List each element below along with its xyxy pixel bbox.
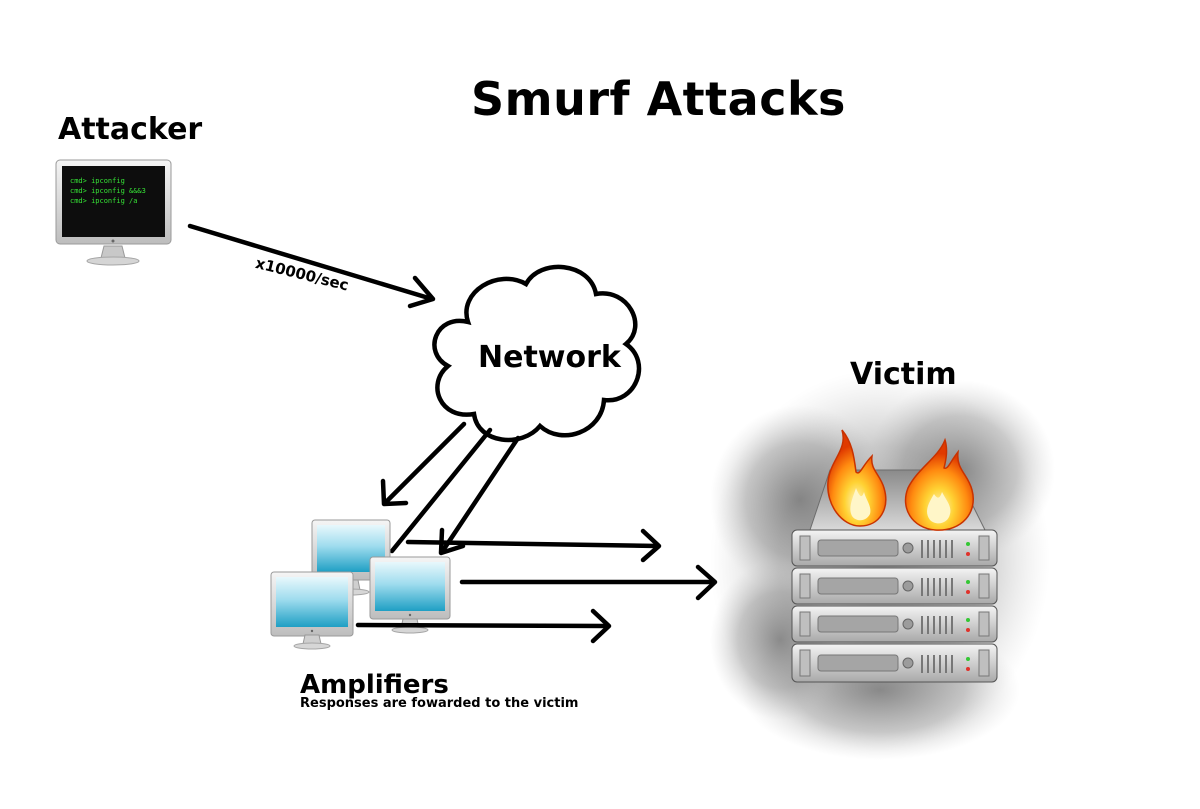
server-unit-2 [791,567,998,605]
terminal-line-2: cmd> ipconfig &&&3 [70,187,146,195]
server-unit-4 [791,643,998,683]
network-to-amplifiers-arrows [380,421,521,556]
attacker-label: Attacker [58,112,203,147]
terminal-line-1: cmd> ipconfig [70,177,125,185]
fire-icon-right [904,437,974,531]
victim-label: Victim [850,357,957,392]
amplifiers-caption: Responses are fowarded to the victim [300,696,579,711]
fire-icon-left [827,429,887,527]
server-unit-3 [791,605,998,643]
arrow-icon [382,421,467,506]
diagram-title: Smurf Attacks [471,72,846,126]
attacker-to-network-arrow-icon [187,223,436,309]
amplifier-monitor-icon-right [369,556,451,634]
network-label: Network [478,340,621,375]
arrow-icon [405,539,661,549]
server-unit-1 [791,529,998,567]
amplifier-monitor-icon-left [270,571,354,650]
arrow-icon [355,622,611,629]
amplifiers-to-victim-arrows [355,528,718,644]
amplifiers-label: Amplifiers [300,670,449,700]
terminal-line-3: cmd> ipconfig /a [70,197,137,205]
attacker-monitor-icon: cmd> ipconfig cmd> ipconfig &&&3 cmd> ip… [55,159,172,266]
arrow-icon [439,435,521,555]
network-cloud-icon [432,264,642,443]
